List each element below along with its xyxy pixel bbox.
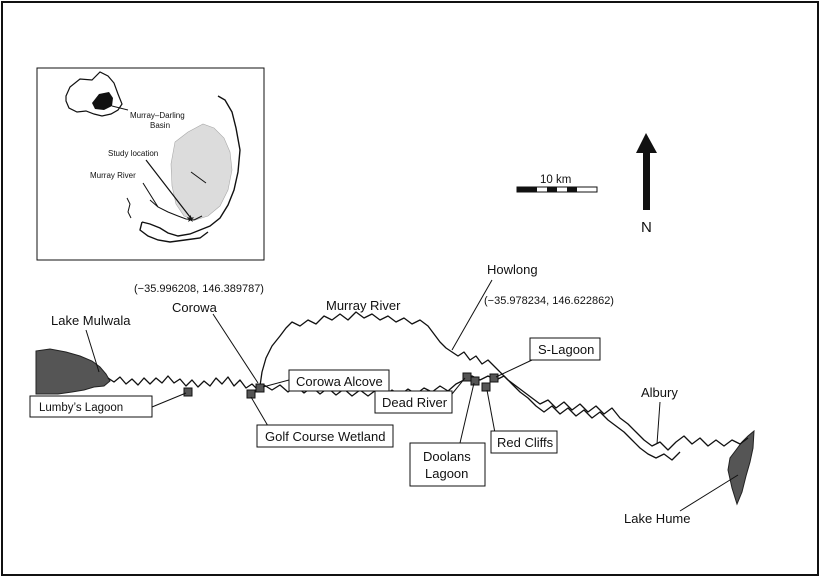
label-albury: Albury	[641, 385, 678, 400]
inset-study-leader	[145, 159, 191, 218]
label-howlong: Howlong	[487, 262, 538, 277]
leader-howlong	[451, 279, 493, 351]
inset-label-basin-1: Murray–Darling	[130, 111, 185, 120]
site-golf-course-wetland: Golf Course Wetland	[265, 429, 385, 444]
marker-corowa-alcove	[255, 383, 265, 393]
site-markers	[183, 372, 499, 399]
leader-lake-hume	[679, 474, 739, 512]
site-doolans-lagoon-2: Lagoon	[425, 466, 468, 481]
marker-golf-course-wetland	[246, 389, 256, 399]
inset-river-leader	[142, 182, 159, 208]
label-lake-mulwala: Lake Mulwala	[51, 313, 131, 328]
lake-mulwala	[35, 348, 111, 395]
coord-howlong: (−35.978234, 146.622862)	[484, 295, 614, 307]
leader-corowa	[212, 313, 259, 384]
inset-mdb-leader	[111, 105, 129, 111]
site-corowa-alcove: Corowa Alcove	[296, 374, 383, 389]
coord-corowa: (−35.996208, 146.389787)	[134, 283, 264, 295]
marker-lumbys-lagoon	[183, 387, 193, 397]
box-red-cliffs	[490, 430, 558, 454]
box-lumbys-lagoon	[29, 395, 153, 418]
site-dead-river: Dead River	[382, 395, 448, 410]
inset-basin	[170, 123, 233, 221]
box-doolans-lagoon	[409, 442, 486, 487]
scale-bar: 10 km	[516, 174, 598, 193]
label-corowa: Corowa	[172, 300, 218, 315]
inset-map: Murray–Darling Basin Study location ★ Mu…	[36, 67, 265, 261]
site-red-cliffs: Red Cliffs	[497, 435, 554, 450]
marker-red-cliffs	[481, 382, 491, 392]
box-dead-river	[374, 390, 453, 414]
north-label: N	[641, 219, 652, 236]
north-arrow-icon	[636, 133, 657, 210]
label-murray-river: Murray River	[326, 298, 401, 313]
inset-label-basin-2: Basin	[150, 121, 170, 130]
site-s-lagoon: S-Lagoon	[538, 342, 594, 357]
box-corowa-alcove	[288, 369, 390, 392]
inset-basin-leader	[190, 171, 207, 184]
site-doolans-lagoon-1: Doolans	[423, 449, 471, 464]
leader-lake-mulwala	[85, 329, 100, 373]
label-lake-hume: Lake Hume	[624, 511, 690, 526]
inset-study-star: ★	[186, 214, 195, 225]
north-arrow: N	[636, 133, 657, 236]
inset-mdb-highlight	[92, 92, 113, 110]
leader-albury	[656, 401, 661, 445]
inset-label-river: Murray River	[90, 171, 136, 180]
box-golf-course-wetland	[256, 424, 394, 448]
site-lumbys-lagoon: Lumby’s Lagoon	[39, 402, 123, 414]
marker-s-lagoon	[489, 373, 499, 383]
inset-tasmania	[126, 197, 132, 219]
site-labels: Lumby’s Lagoon Golf Course Wetland Corow…	[29, 337, 601, 487]
lake-hume	[727, 429, 755, 506]
inset-se-australia-coast	[139, 95, 241, 243]
inset-label-study: Study location	[108, 149, 158, 158]
marker-dead-river	[462, 372, 472, 382]
place-labels: (−35.996208, 146.389787) Corowa Howlong …	[51, 262, 739, 526]
box-s-lagoon	[529, 337, 601, 361]
scale-label: 10 km	[540, 174, 571, 186]
marker-doolans-lagoon	[470, 376, 480, 386]
